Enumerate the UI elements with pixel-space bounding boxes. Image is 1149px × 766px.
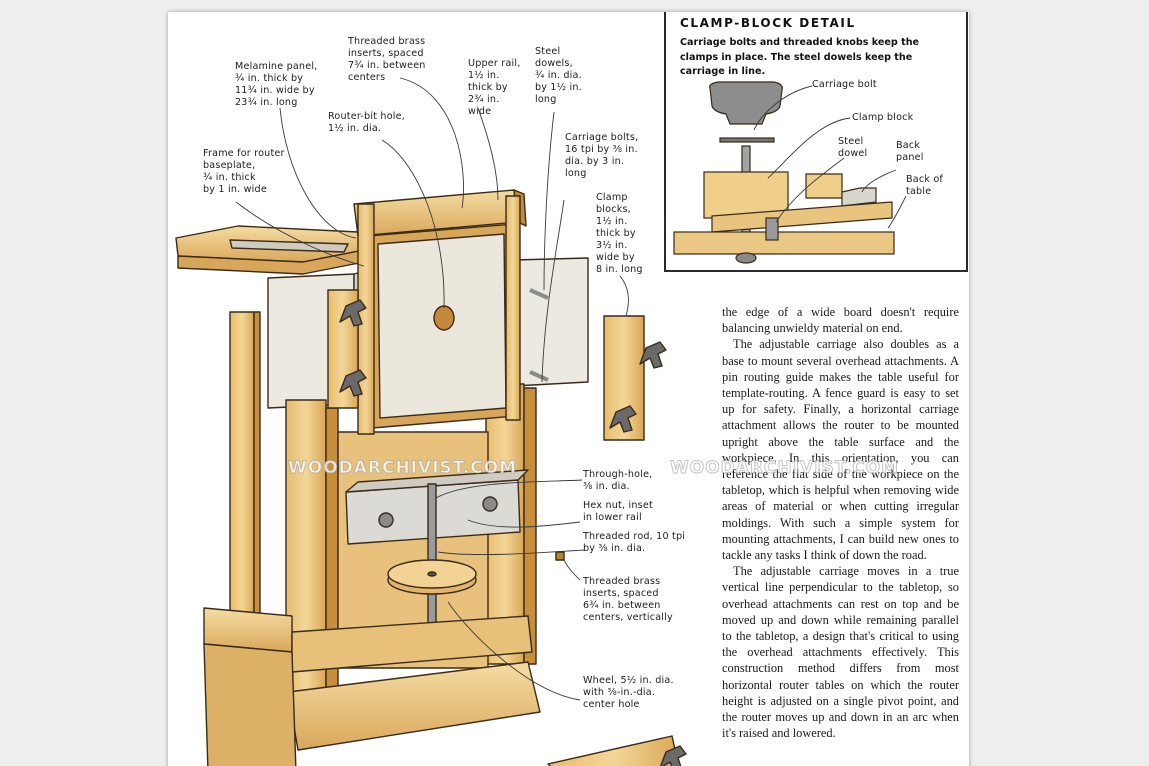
callout-threaded-brass-side: Threaded brass inserts, spaced 6¾ in. be… [583, 576, 673, 623]
callout-clamp-blocks: Clamp blocks, 1½ in. thick by 3½ in. wid… [596, 192, 643, 275]
body-paragraph: the edge of a wide board doesn't require… [722, 305, 959, 336]
detail-label-clamp-block: Clamp block [852, 112, 914, 123]
detail-caption: Carriage bolts and threaded knobs keep t… [680, 37, 920, 78]
callout-carriage-bolts: Carriage bolts, 16 tpi by ⅜ in. dia. by … [565, 132, 639, 179]
detail-title: CLAMP-BLOCK DETAIL [680, 16, 856, 30]
callout-upper-rail: Upper rail, 1½ in. thick by 2¾ in. wide [468, 58, 521, 117]
callout-wheel: Wheel, 5½ in. dia. with ⅜-in.-dia. cente… [583, 675, 674, 710]
callout-router-bit-hole: Router-bit hole, 1½ in. dia. [328, 111, 405, 134]
callout-melamine-panel: Melamine panel, ¾ in. thick by 11¾ in. w… [235, 61, 318, 108]
article-body: the edge of a wide board doesn't require… [722, 304, 959, 741]
left-leg [229, 311, 255, 643]
side-panel-right [513, 257, 589, 387]
callout-through-hole: Through-hole, ⅜ in. dia. [583, 469, 653, 492]
detail-label-back-of-table: Back of table [906, 174, 943, 197]
watermark: WOODARCHIVIST.COM [669, 458, 900, 479]
body-paragraph: The adjustable carriage moves in a true … [722, 564, 959, 741]
clamp-block-detail-drawing [673, 81, 907, 264]
callout-hex-nut: Hex nut, inset in lower rail [583, 500, 653, 523]
clamp-block [703, 171, 789, 219]
threaded-knob [709, 81, 783, 125]
callout-steel-dowels: Steel dowels, ¾ in. dia. by 1½ in. long [535, 46, 582, 105]
back-of-table [673, 231, 895, 255]
detail-label-back-panel: Back panel [896, 140, 924, 163]
magazine-page: Melamine panel, ¾ in. thick by 11¾ in. w… [168, 12, 969, 766]
clamp-block-detail: CLAMP-BLOCK DETAIL Carriage bolts and th… [664, 12, 968, 272]
callout-frame: Frame for router baseplate, ¾ in. thick … [203, 148, 285, 195]
router-table-illustration [175, 77, 687, 766]
body-paragraph: The adjustable carriage also doubles as … [722, 337, 959, 563]
detail-label-carriage-bolt: Carriage bolt [812, 79, 877, 90]
callout-threaded-brass-top: Threaded brass inserts, spaced 7¾ in. be… [348, 36, 426, 83]
detail-label-steel-dowel: Steel dowel [838, 136, 868, 159]
callout-threaded-rod: Threaded rod, 10 tpi by ⅜ in. dia. [583, 531, 686, 554]
threaded-rod [427, 483, 437, 625]
watermark: WOODARCHIVIST.COM [287, 458, 518, 479]
router-bit-hole [433, 305, 455, 331]
